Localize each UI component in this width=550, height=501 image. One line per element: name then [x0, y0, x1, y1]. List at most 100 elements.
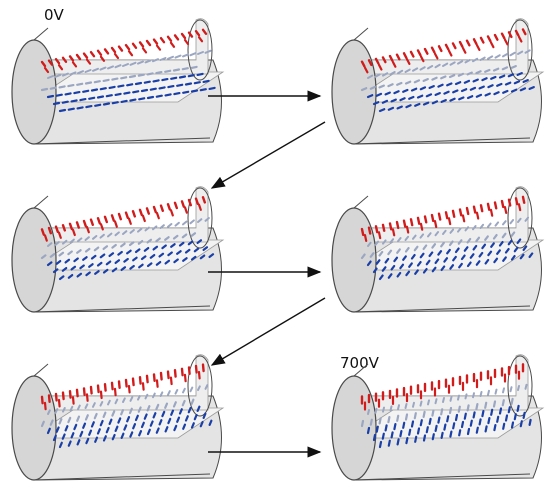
lc-molecule-red [82, 387, 86, 396]
lc-molecule-blue [61, 100, 69, 104]
lc-molecule-light [144, 59, 152, 64]
lc-molecule-blue [93, 412, 98, 420]
lc-molecule-red [117, 212, 123, 221]
lc-molecule-blue [55, 259, 62, 265]
lc-molecule-red [99, 55, 106, 62]
lc-molecule-light [434, 231, 440, 237]
lc-molecule-red [159, 37, 166, 44]
cylinder-bottom-edge [353, 473, 531, 481]
lc-molecule-blue [416, 427, 421, 435]
lc-molecule-light [107, 65, 114, 70]
lc-molecule-blue [490, 408, 494, 416]
lc-molecule-blue [513, 246, 519, 253]
lc-molecule-blue [138, 97, 146, 101]
lc-molecule-blue [369, 418, 373, 426]
lc-molecule-blue [460, 88, 468, 93]
lc-molecule-light [144, 226, 150, 232]
lc-molecule-blue [187, 74, 195, 78]
lc-molecule-red [40, 395, 44, 405]
lc-molecule-blue [85, 271, 91, 277]
lc-molecule-blue [502, 89, 509, 94]
lc-molecule-red [159, 371, 163, 381]
lc-molecule-blue [366, 94, 374, 99]
lc-molecule-light [84, 236, 90, 241]
start-voltage-label: 0V [44, 6, 64, 24]
lc-molecule-blue [111, 77, 119, 81]
lc-molecule-red [110, 381, 114, 391]
lc-molecule-red [152, 373, 156, 382]
lc-molecule-blue [419, 419, 423, 427]
lc-molecule-red [486, 202, 491, 211]
lc-molecule-blue [96, 428, 101, 435]
lc-molecule-blue [143, 80, 151, 84]
lc-molecule-red [141, 214, 146, 223]
front-endcap [331, 39, 377, 145]
lc-molecule-light [182, 387, 186, 394]
lc-molecule-blue [193, 247, 200, 253]
lc-molecule-light [62, 72, 69, 77]
lc-molecule-red [117, 380, 121, 389]
lc-molecule-blue [90, 421, 95, 428]
lc-molecule-blue [502, 256, 507, 262]
lc-molecule-blue [446, 82, 453, 87]
lc-molecule-blue [466, 404, 470, 412]
lc-molecule-red [517, 203, 522, 212]
lc-molecule-blue [96, 261, 103, 267]
lc-molecule-blue [164, 236, 170, 241]
lc-molecule-light [62, 407, 66, 413]
lc-molecule-blue [457, 72, 465, 77]
lc-molecule-blue [460, 420, 465, 429]
lc-molecule-light [122, 63, 129, 67]
lc-molecule-blue [475, 70, 482, 75]
lc-molecule-red [419, 222, 424, 231]
lc-molecule-blue [475, 402, 479, 411]
back-wall [357, 354, 529, 411]
lc-molecule-blue [484, 425, 488, 433]
lc-molecule-blue [469, 253, 475, 259]
lc-molecule-blue [492, 400, 497, 408]
lc-molecule-blue [140, 88, 149, 93]
lc-molecule-blue [378, 108, 386, 113]
lc-molecule-red [75, 221, 81, 229]
lc-molecule-blue [196, 405, 201, 413]
lc-molecule-blue [132, 256, 138, 262]
lc-molecule-blue [111, 243, 117, 249]
lc-molecule-blue [413, 412, 417, 420]
lc-molecule-red [514, 29, 520, 37]
lc-molecule-blue [369, 252, 375, 258]
lc-molecule-blue [396, 271, 402, 278]
lc-molecule-red [47, 394, 51, 403]
lc-molecule-blue [82, 256, 88, 261]
lc-molecule-blue [360, 253, 366, 260]
lc-molecule-blue [193, 413, 198, 421]
lc-molecule-blue [190, 255, 197, 261]
lc-molecule-light [137, 60, 144, 65]
lc-molecule-light [449, 228, 455, 234]
lc-molecule-red [187, 366, 191, 375]
lc-molecule-blue [387, 415, 391, 424]
lc-molecule-blue [522, 245, 528, 252]
lc-molecule-blue [510, 231, 516, 238]
lc-molecule-blue [79, 430, 84, 438]
lc-molecule-blue [111, 433, 116, 441]
far-end-ring [507, 355, 533, 417]
lc-molecule-red [113, 387, 117, 397]
lc-molecule-red [367, 226, 372, 235]
lc-molecule-blue [496, 82, 503, 87]
lc-molecule-blue [164, 93, 172, 97]
lc-molecule-blue [58, 441, 63, 449]
lc-molecule-blue [149, 253, 156, 259]
lc-molecule-light [502, 53, 509, 58]
lc-molecule-red [183, 38, 190, 46]
lc-molecule-blue [143, 246, 150, 252]
lc-molecule-red [402, 52, 408, 60]
lc-molecule-red [503, 38, 509, 46]
lc-molecule-blue [140, 255, 147, 261]
lc-molecule-blue [378, 250, 384, 257]
lc-molecule-blue [40, 254, 47, 260]
lc-molecule-blue [128, 74, 137, 79]
lc-molecule-blue [102, 78, 110, 83]
lc-molecule-blue [120, 76, 128, 80]
lc-molecule-red [458, 208, 463, 217]
lc-molecule-light [524, 383, 528, 390]
